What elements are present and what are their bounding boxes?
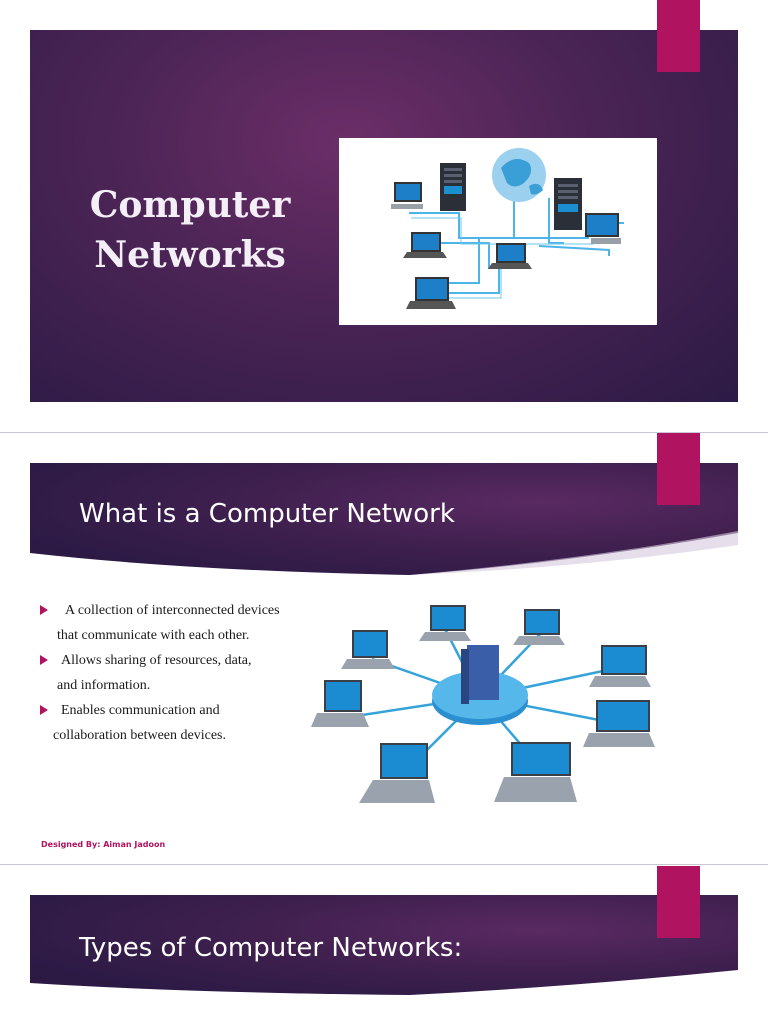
slide-divider xyxy=(0,432,768,433)
bullet-item: Allows sharing of resources, data, and i… xyxy=(38,648,308,698)
bullet-list: A collection of interconnected devices t… xyxy=(38,598,308,748)
slide-banner xyxy=(30,463,738,575)
network-topology-image xyxy=(311,605,655,803)
network-diagram-image xyxy=(339,138,657,325)
bullet-arrow-icon xyxy=(40,655,48,665)
bullet-arrow-icon xyxy=(40,705,48,715)
slide-bookmark xyxy=(657,866,700,938)
designer-credit: Designed By: Aiman Jadoon xyxy=(41,840,166,849)
slide-title: Computer Networks xyxy=(70,180,310,280)
slide-bookmark xyxy=(657,0,700,72)
title-slide: Computer Networks xyxy=(30,30,738,402)
slide-title: Types of Computer Networks: xyxy=(79,933,463,963)
slide-bookmark xyxy=(657,433,700,505)
bullet-item: A collection of interconnected devices t… xyxy=(38,598,308,648)
bullet-arrow-icon xyxy=(40,605,48,615)
bullet-item: Enables communication and collaboration … xyxy=(38,698,308,748)
slide-divider xyxy=(0,864,768,865)
slide-title: What is a Computer Network xyxy=(79,499,455,529)
slide-banner xyxy=(30,895,738,995)
title-line-2: Networks xyxy=(94,234,286,276)
title-line-1: Computer xyxy=(89,184,291,226)
